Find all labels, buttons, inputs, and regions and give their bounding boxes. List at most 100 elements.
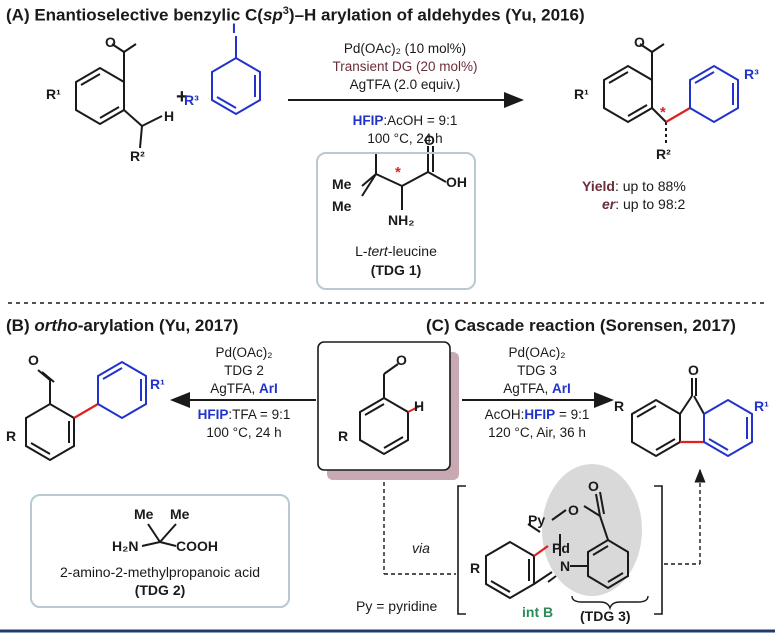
aryl-i-label: I [232,20,236,36]
int-n: N [560,558,571,574]
yield-text: Yield: up to 88% [582,178,686,194]
cond-c-ari: ArI [552,381,571,396]
tdg3-highlight [542,464,642,596]
center-substrate [359,363,409,456]
yield-label: Yield [582,178,615,194]
conditions-a: Pd(OAc)₂ (10 mol%) Transient DG (20 mol%… [295,40,515,94]
cond-a-line3: AgTFA (2.0 equiv.) [349,77,461,92]
cond-b-line5: 100 °C, 24 h [206,425,282,440]
tdg1-name-pre: L- [355,243,368,259]
tdg1-me1: Me [332,176,352,192]
reactant-h-label: H [164,108,175,124]
cond-c-line4: = 9:1 [555,407,590,422]
int-b-label: int B [522,604,554,620]
int-pd: Pd [552,540,570,556]
product-c-r: R [614,398,625,414]
pyridine-definition: Py = pyridine [356,598,438,614]
cond-a-line1: Pd(OAc)₂ (10 mol%) [343,41,467,56]
product-a-o: O [634,34,645,50]
tdg3-label: (TDG 3) [580,608,631,624]
intermediate-b [485,491,629,600]
center-r: R [338,428,349,444]
section-b-title-prefix: (B) [6,316,35,335]
product-c-o: O [688,362,699,378]
tdg2-name: 2-amino-2-methylpropanoic acid [60,564,260,580]
section-b-title-suffix: -arylation (Yu, 2017) [77,316,239,335]
aryl-r3-label: R³ [184,92,199,108]
conditions-c: Pd(OAc)₂ TDG 3 AgTFA, ArI [462,344,612,398]
product-a [603,43,667,146]
tdg1-nh2: NH₂ [388,212,415,228]
reactant-r2-label: R² [130,148,145,164]
tdg1-name-post: -leucine [387,243,437,259]
aldehyde-reactant-a [75,43,163,149]
center-substrate-box [317,341,451,471]
tdg1-oh: OH [446,174,467,190]
cond-b-line2: TDG 2 [224,363,264,378]
cond-b-hfip: HFIP [197,407,229,422]
section-b-title-it: ortho [34,316,78,335]
plus-sign: + [176,86,188,108]
product-b-o: O [28,352,39,368]
conditions-c-lower: AcOH:HFIP = 9:1 120 °C, Air, 36 h [462,406,612,442]
via-label: via [412,540,430,556]
cond-c-line5: 120 °C, Air, 36 h [488,425,586,440]
section-a-title: (A) Enantioselective benzylic C(sp3)–H a… [6,5,585,26]
section-a-title-prefix: (A) Enantioselective benzylic C( [6,5,263,25]
aryl-iodide-reactant [211,36,261,116]
tdg2-me2: Me [170,506,190,522]
conditions-b-lower: HFIP:TFA = 9:1 100 °C, 24 h [172,406,316,442]
tdg1-label: (TDG 1) [370,262,422,278]
er-text: er: up to 98:2 [602,196,685,212]
product-a-stereocenter: * [660,104,666,121]
conditions-b: Pd(OAc)₂ TDG 2 AgTFA, ArI [172,344,316,398]
er-value: : up to 98:2 [615,196,686,212]
cond-a-line5: 100 °C, 24 h [367,131,443,146]
cond-a-line4: :AcOH = 9:1 [383,113,458,128]
reactant-r1-label: R¹ [46,86,61,102]
tdg1-card [316,152,476,290]
product-b-r: R [6,428,17,444]
er-label: er [602,196,616,212]
section-a-title-suffix: )–H arylation of aldehydes (Yu, 2016) [288,5,585,25]
tdg1-name-it: tert [367,243,388,259]
int-py: Py [528,512,546,528]
section-a-title-sup: 3 [282,5,289,17]
cond-a-line2: Transient DG (20 mol%) [332,59,478,74]
product-b-r1: R¹ [150,376,165,392]
tdg1-stereocenter: * [395,164,401,181]
intermediate-bracket-left [457,485,466,615]
tdg2-label: (TDG 2) [134,582,186,598]
cond-b-line3-pre: AgTFA, [210,381,259,396]
section-b-title: (B) ortho-arylation (Yu, 2017) [6,316,238,336]
product-c-r1: R¹ [754,398,769,414]
product-a-r2: R² [656,146,671,162]
cond-c-line4-pre: AcOH: [484,407,525,422]
cond-b-ari: ArI [259,381,278,396]
cond-a-hfip: HFIP [352,113,384,128]
product-b [25,369,75,462]
center-o: O [396,352,407,368]
tdg2-card [30,494,290,608]
tdg2-h2n: H₂N [112,538,139,554]
int-r: R [470,560,481,576]
tdg2-cooh: COOH [176,538,218,554]
conditions-a-lower: HFIP:AcOH = 9:1 100 °C, 24 h [295,112,515,148]
cond-b-line1: Pd(OAc)₂ [215,345,273,360]
tdg2-me1: Me [134,506,154,522]
int-o: O [568,502,579,518]
intermediate-bracket-right [654,485,663,615]
product-a-r3: R³ [744,66,759,82]
int-o2: O [588,478,599,494]
cond-b-line4: :TFA = 9:1 [228,407,291,422]
tdg1-name: L-tert-leucine [318,243,474,259]
product-a-r1: R¹ [574,86,589,102]
cond-c-line2: TDG 3 [517,363,557,378]
yield-value: : up to 88% [614,178,686,194]
tdg2-structure [141,523,177,547]
reactant-o-label: O [105,34,116,50]
cond-c-line1: Pd(OAc)₂ [508,345,566,360]
tdg1-structure [361,146,447,210]
section-a-title-sp: sp [262,5,283,25]
